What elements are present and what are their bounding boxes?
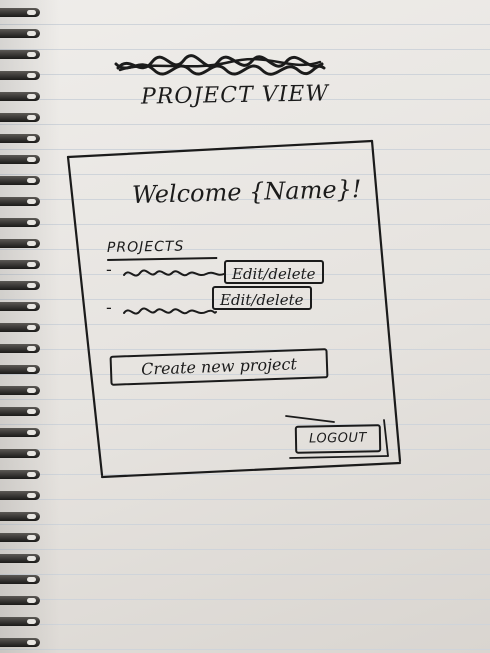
binding-ring xyxy=(0,533,40,542)
binding-ring xyxy=(0,218,40,227)
project-name-placeholder xyxy=(123,307,217,315)
project-list-item: - Edit/delete xyxy=(106,258,356,288)
binding-ring xyxy=(0,260,40,269)
welcome-message: Welcome {Name}! xyxy=(131,175,362,210)
binding-ring xyxy=(0,365,40,374)
binding-ring xyxy=(0,386,40,395)
edit-delete-project-button[interactable]: Edit/delete xyxy=(224,260,324,284)
wireframe-window xyxy=(60,135,410,485)
binding-ring xyxy=(0,281,40,290)
binding-ring xyxy=(0,134,40,143)
binding-ring xyxy=(0,491,40,500)
logout-accent-stroke xyxy=(285,415,389,459)
page-title: PROJECT VIEW xyxy=(140,81,330,110)
binding-ring xyxy=(0,239,40,248)
binding-ring xyxy=(0,155,40,164)
binding-ring xyxy=(0,302,40,311)
binding-ring xyxy=(0,554,40,563)
binding-ring xyxy=(0,197,40,206)
binding-ring xyxy=(0,617,40,626)
binding-ring xyxy=(0,8,40,17)
binding-ring xyxy=(0,428,40,437)
project-list-item: - Edit/delete xyxy=(106,286,356,326)
binding-ring xyxy=(0,29,40,38)
binding-ring xyxy=(0,596,40,605)
binding-ring xyxy=(0,575,40,584)
binding-ring xyxy=(0,323,40,332)
binding-ring xyxy=(0,344,40,353)
binding-ring xyxy=(0,512,40,521)
logout-button[interactable]: LOGOUT xyxy=(294,424,382,454)
binding-ring xyxy=(0,113,40,122)
binding-ring xyxy=(0,92,40,101)
list-bullet: - xyxy=(106,298,112,317)
binding-ring xyxy=(0,470,40,479)
edit-delete-project-button[interactable]: Edit/delete xyxy=(212,286,312,310)
spiral-binding xyxy=(0,0,44,653)
binding-ring xyxy=(0,71,40,80)
list-bullet: - xyxy=(106,260,112,279)
binding-ring xyxy=(0,407,40,416)
binding-ring xyxy=(0,638,40,647)
binding-ring xyxy=(0,50,40,59)
binding-ring xyxy=(0,449,40,458)
binding-ring xyxy=(0,176,40,185)
crossed-out-title xyxy=(114,54,326,76)
project-name-placeholder xyxy=(123,269,225,277)
